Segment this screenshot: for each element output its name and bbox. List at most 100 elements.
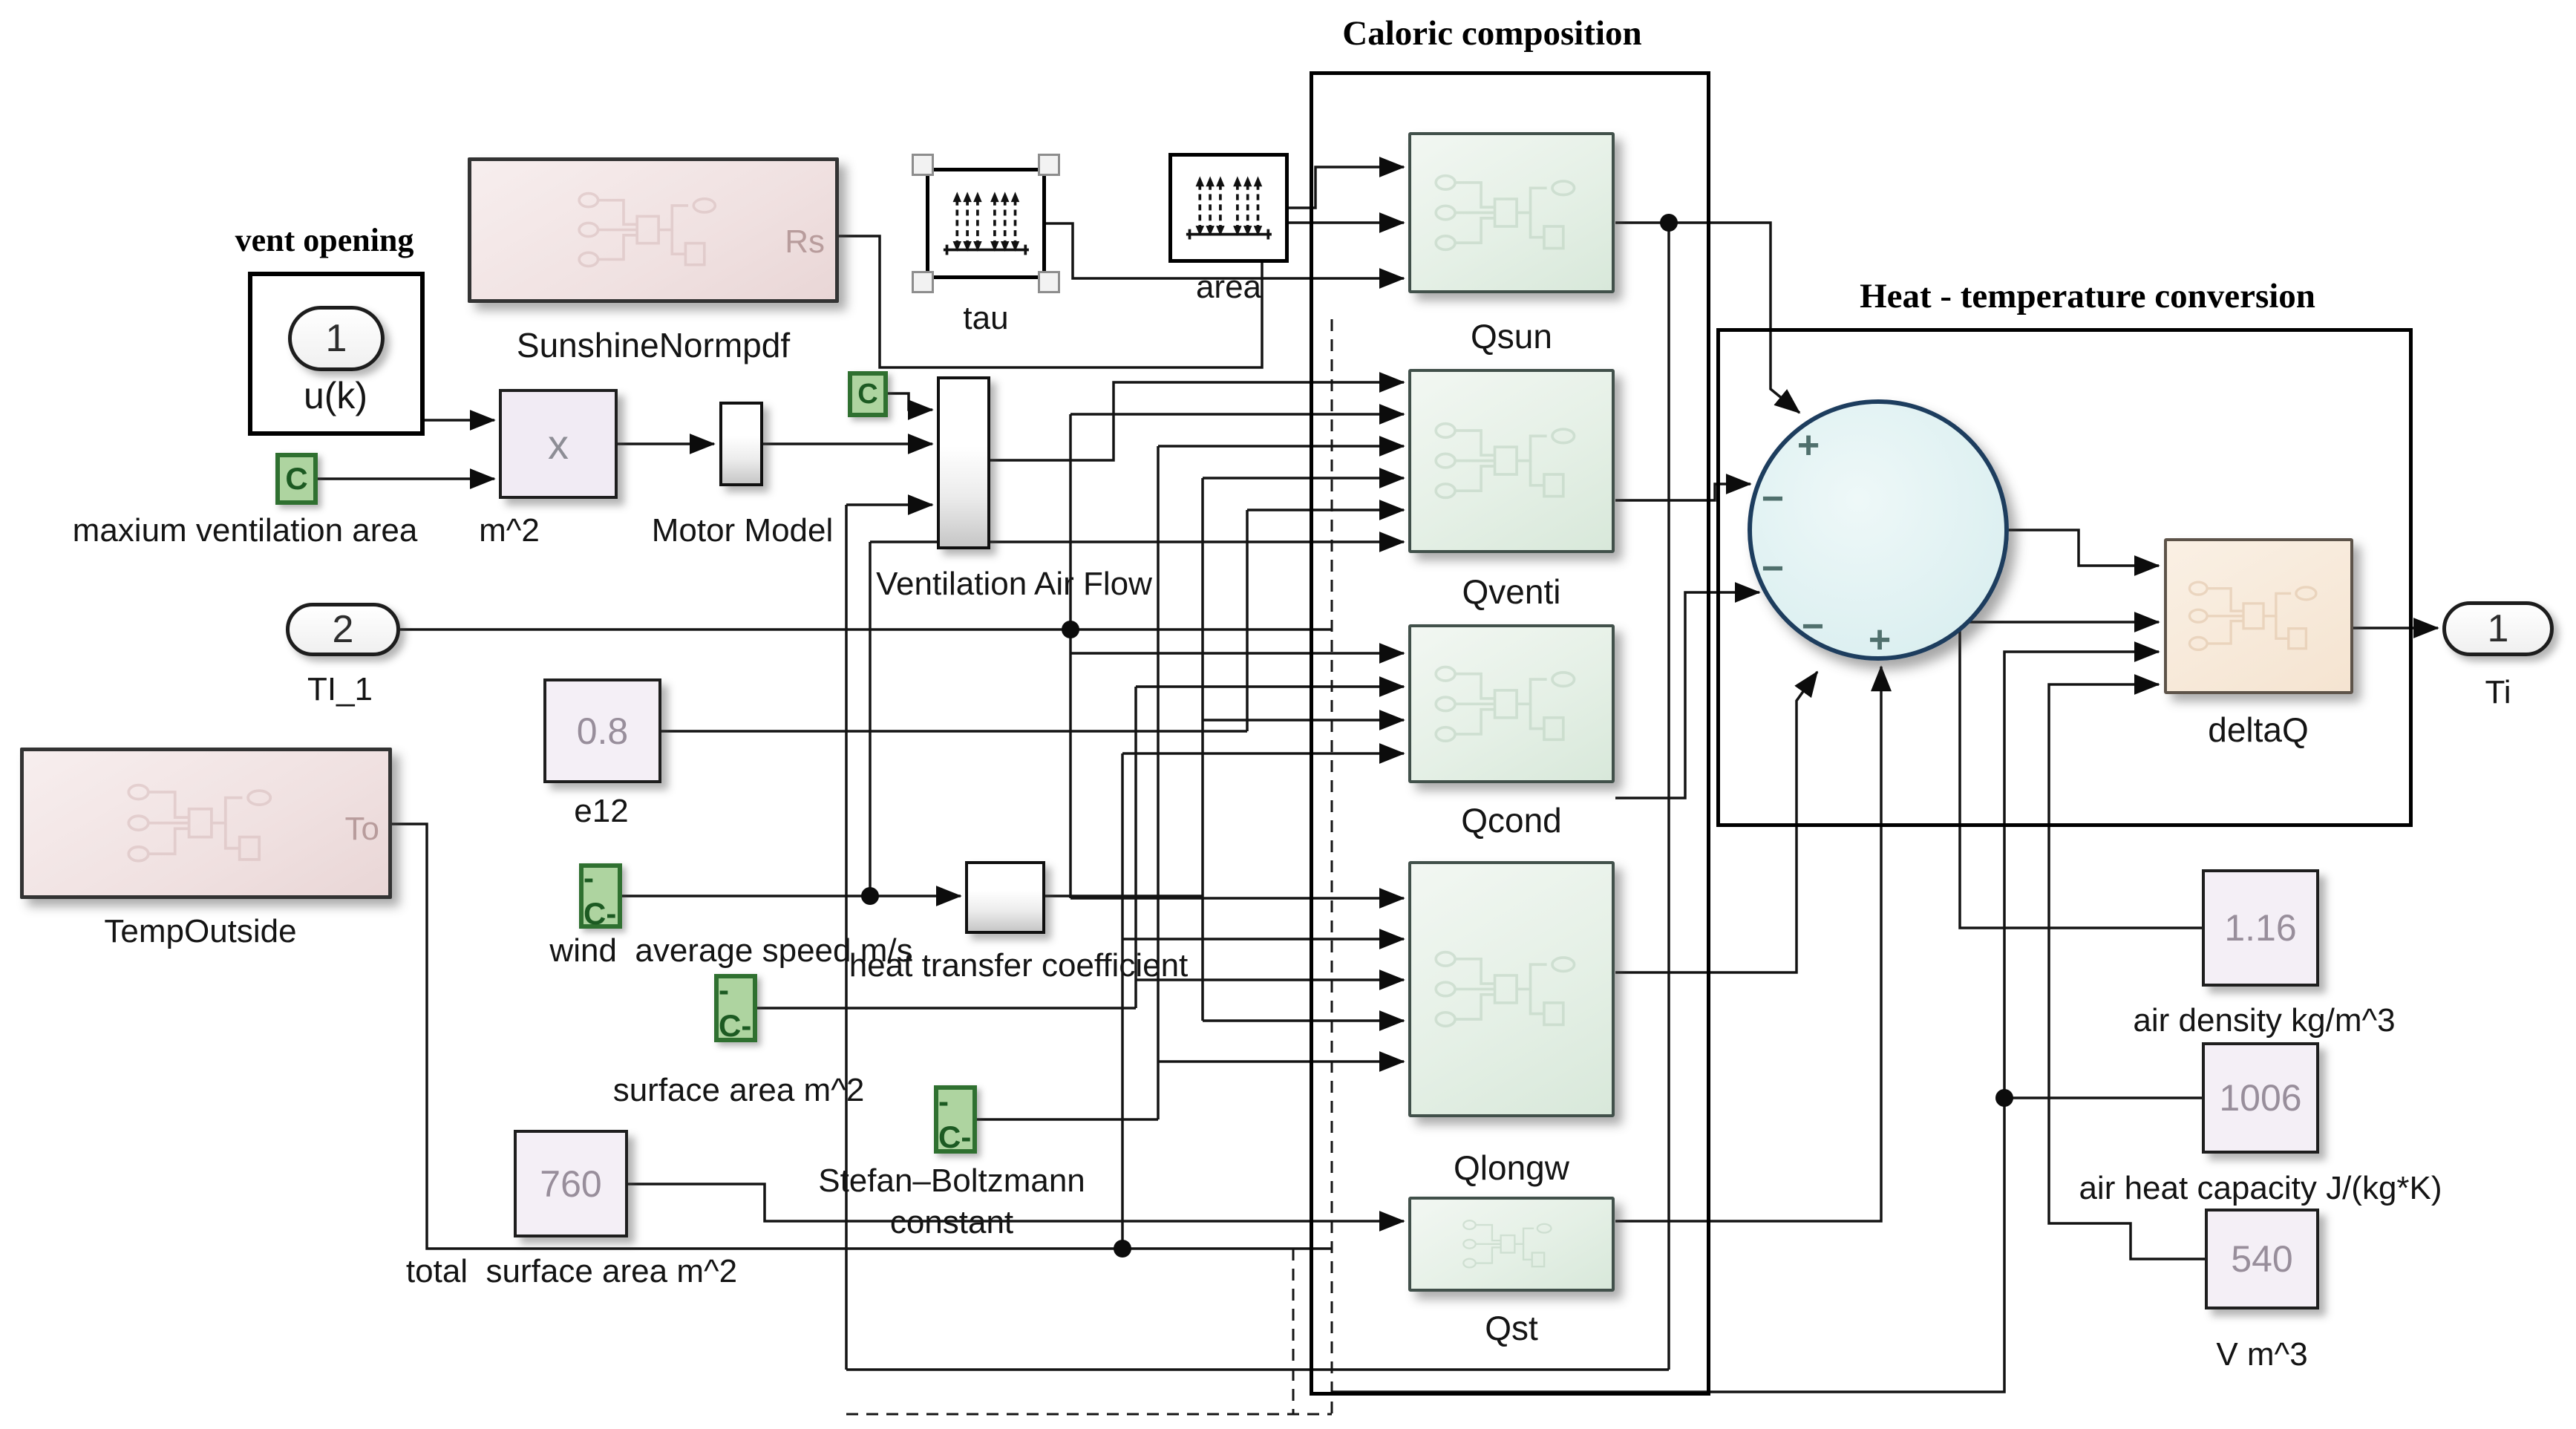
air-heat-capacity-value: 1006 [2219, 1077, 2302, 1119]
multiply-icon: x [548, 420, 569, 468]
motor-model-block[interactable] [719, 402, 763, 486]
stem-plot-icon [934, 176, 1038, 271]
sunshine-normpdf-block[interactable]: Rs [468, 157, 839, 303]
stefan-boltzmann-tag[interactable]: -C- [934, 1084, 977, 1154]
subsystem-thumbnail-icon [1411, 1200, 1612, 1289]
vent-opening-annotation: vent opening [235, 222, 414, 258]
qventi-block[interactable] [1408, 369, 1615, 553]
tag-letter: -C- [583, 860, 617, 931]
wire [888, 392, 934, 420]
wire [990, 372, 1405, 462]
qst-label: Qst [1485, 1309, 1538, 1347]
volume-label: V m^3 [2216, 1336, 2308, 1373]
ventilation-air-flow-block[interactable] [937, 376, 990, 549]
volume-block[interactable]: 540 [2205, 1209, 2319, 1309]
subsystem-thumbnail-icon [1411, 135, 1612, 290]
e12-constant-block[interactable]: 0.8 [543, 678, 661, 783]
ti1-label: TI_1 [307, 671, 373, 707]
sum-sign-plus-top: + [1797, 424, 1820, 467]
selection-handle[interactable] [1038, 271, 1060, 293]
vaf-from-tag[interactable]: C [848, 371, 888, 417]
total-surface-area-block[interactable]: 760 [514, 1130, 628, 1237]
surface-area-tag[interactable]: -C- [714, 972, 757, 1043]
junction-dot [1995, 1089, 2013, 1107]
deltaq-label: deltaQ [2208, 710, 2309, 749]
qcond-block[interactable] [1408, 624, 1615, 783]
temp-outside-block[interactable]: To [20, 748, 392, 899]
subsystem-thumbnail-icon [471, 161, 835, 299]
caloric-composition-box [1310, 71, 1710, 1396]
qventi-label: Qventi [1462, 572, 1561, 611]
junction-dot [1062, 621, 1079, 638]
product-block[interactable]: x [499, 389, 618, 499]
air-heat-capacity-label: air heat capacity J/(kg*K) [2079, 1170, 2442, 1206]
subsystem-thumbnail-icon [1411, 372, 1612, 550]
subsystem-thumbnail-icon [24, 751, 388, 895]
wire [2009, 529, 2160, 576]
wire [1615, 665, 1892, 1223]
tag-letter: -C- [938, 1084, 972, 1154]
wire [1615, 474, 1752, 502]
tag-letter: -C- [719, 972, 752, 1043]
air-density-block[interactable]: 1.16 [2202, 869, 2319, 987]
junction-dot [861, 887, 879, 905]
sum-sign-plus-bottom: + [1868, 618, 1892, 661]
e12-value: 0.8 [576, 710, 629, 752]
junction-dot [1114, 1240, 1131, 1258]
volume-value: 540 [2231, 1238, 2293, 1280]
wind-speed-tag[interactable]: -C- [579, 860, 622, 931]
tau-block[interactable] [912, 154, 1060, 293]
max-ventilation-area-tag[interactable]: C [275, 453, 318, 505]
qlongw-label: Qlongw [1454, 1148, 1569, 1187]
sum-sign-minus-2: − [1761, 547, 1785, 590]
ti1-port-number: 2 [332, 608, 354, 651]
qsun-block[interactable] [1408, 132, 1615, 293]
tau-label: tau [963, 300, 1009, 336]
wire [2003, 641, 2202, 1099]
subsystem-thumbnail-icon [1411, 627, 1612, 780]
air-density-label: air density kg/m^3 [2133, 1002, 2396, 1039]
sunshine-rs-port-label: Rs [785, 223, 825, 260]
wire [1046, 222, 1405, 289]
air-density-value: 1.16 [2224, 907, 2297, 949]
wire [392, 823, 1332, 1250]
stefan-boltzmann-label-line2: constant [889, 1204, 1014, 1240]
junction-dot [1660, 214, 1678, 232]
selection-handle[interactable] [1038, 154, 1060, 176]
total-surface-area-value: 760 [540, 1163, 602, 1205]
subsystem-thumbnail-icon [1411, 864, 1612, 1114]
qst-block[interactable] [1408, 1197, 1615, 1292]
wire [628, 1183, 1405, 1232]
heat-transfer-coefficient-block[interactable] [965, 861, 1045, 934]
stefan-boltzmann-label-line1: Stefan–Boltzmann [818, 1163, 1085, 1199]
heat-conversion-title: Heat - temperature conversion [1860, 277, 2315, 315]
subsystem-thumbnail-icon [2167, 541, 2350, 691]
ventilation-air-flow-label: Ventilation Air Flow [876, 566, 1152, 602]
uk-inport[interactable]: 1 [288, 306, 385, 371]
heat-temperature-conversion-box [1716, 328, 2413, 827]
air-heat-capacity-block[interactable]: 1006 [2202, 1042, 2319, 1154]
stem-plot-icon [1177, 161, 1281, 255]
tempoutside-to-port-label: To [344, 811, 379, 847]
area-label: area [1195, 269, 1262, 305]
ti1-inport[interactable]: 2 [286, 603, 400, 656]
wire [1615, 221, 1801, 414]
tag-letter: C [857, 378, 878, 410]
ti-outport[interactable]: 1 [2442, 601, 2554, 656]
wire [1615, 582, 1761, 799]
wire [2047, 674, 2205, 1260]
e12-label: e12 [574, 793, 629, 829]
deltaq-block[interactable] [2164, 538, 2353, 694]
tag-letter: C [285, 461, 308, 496]
uk-label: u(k) [303, 375, 368, 416]
sum-sign-minus-3: − [1801, 605, 1825, 648]
sum-block[interactable] [1748, 399, 2009, 661]
total-surface-area-label: total surface area m^2 [405, 1253, 738, 1289]
area-block[interactable] [1168, 153, 1289, 263]
selection-handle[interactable] [912, 154, 934, 176]
selection-handle[interactable] [912, 271, 934, 293]
qlongw-block[interactable] [1408, 861, 1615, 1117]
sum-sign-minus-1: − [1761, 477, 1785, 520]
sunshine-normpdf-label: SunshineNormpdf [516, 326, 791, 364]
